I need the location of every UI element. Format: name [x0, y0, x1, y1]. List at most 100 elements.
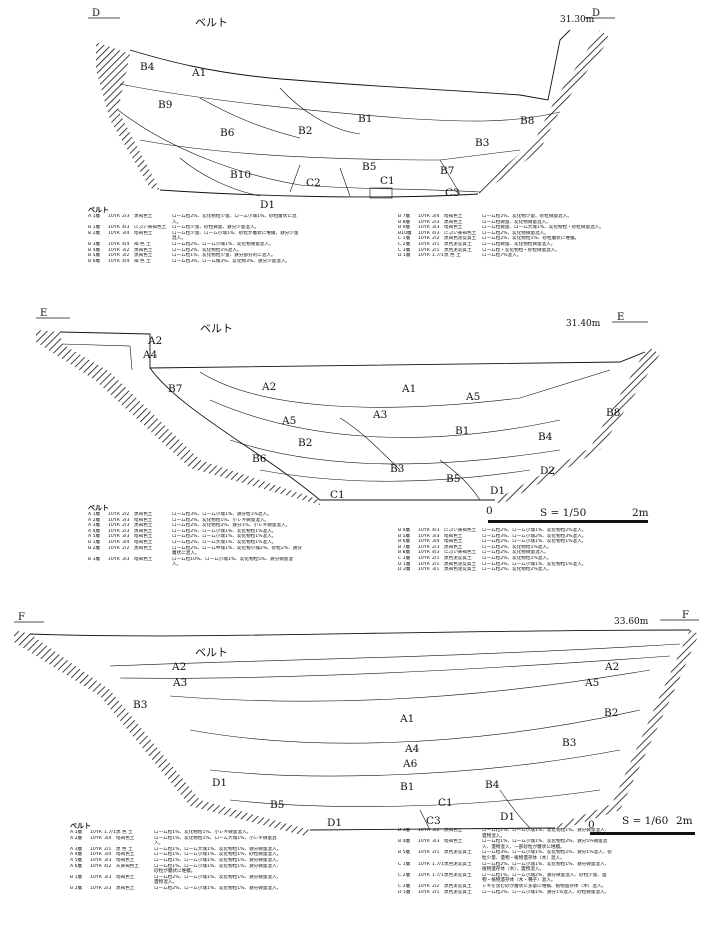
legend-cell: ローム粒2%、炭化物粒1%混入。: [482, 544, 552, 550]
edge-label-left: F: [18, 612, 25, 623]
legend-cell: にぶい黄褐色土: [444, 550, 477, 556]
legend-cell: D 1層: [398, 253, 411, 259]
legend-cell: 10YR: [418, 567, 430, 573]
layer-label: B7: [168, 383, 182, 395]
legend-cell: A 1層: [88, 512, 101, 517]
edge-label-right: F: [682, 610, 689, 621]
legend-cell: A 1層: [88, 214, 101, 219]
layer-label: B4: [485, 779, 500, 791]
legend-cell: B 5層: [398, 850, 411, 856]
layer-label: B1: [358, 113, 372, 125]
legend-cell: 暗褐色土: [134, 230, 153, 236]
legend-cell: ローム粒2%、炭化物粒1%、砂粒層状に堆積。: [482, 236, 580, 242]
legend-cell: C 2層: [398, 241, 411, 247]
layer-label: B1: [455, 425, 469, 437]
legend-cell: A 2層: [88, 517, 101, 523]
legend-cell: ローム粒・炭化物粒・砂粒微量混入。: [482, 247, 560, 253]
legend-cell: ローム粒1%、炭化物粒1%、ローム大塊1%、小レキ微量混入。: [154, 835, 277, 847]
legend-cell: 10YR: [108, 253, 120, 259]
layer-label: B8: [606, 407, 620, 419]
legend-cell: B 2層: [88, 230, 101, 236]
layer-label: A4: [142, 349, 158, 361]
edge-label-left: D: [92, 8, 100, 19]
legend-cell: 黒 色 土: [444, 253, 461, 259]
layer-label: B2: [298, 437, 312, 449]
layer-label: D1: [260, 199, 275, 211]
legend-cell: 黒褐色土: [444, 219, 463, 225]
legend-cell: ローム粒1%、炭化物粒1%、小レキ微量混入。: [154, 830, 252, 835]
legend-cell: 10YR: [90, 846, 102, 852]
legend-cell: 10YR: [418, 555, 430, 561]
legend-cell: 10YR: [108, 517, 120, 523]
legend-cell: 3/3: [104, 874, 112, 880]
legend-cell: 暗褐色土: [444, 214, 463, 219]
layer-label: B5: [446, 473, 460, 485]
legend-cell: 3/1: [432, 567, 440, 573]
legend-cell: 3/2: [122, 253, 130, 259]
legend-cell: ローム粒2%、炭化物粒2%混入。: [482, 567, 552, 573]
scale-end: 2m: [676, 815, 693, 827]
layer-label: C1: [438, 797, 453, 809]
section-f-drawing: F ベルト 33.60m F A2 A2 A3 A5 A1 B2 B3 A4 B…: [14, 610, 699, 836]
layer-label: A2: [171, 661, 186, 673]
legend-cell: ローム粒1%、ローム小塊2%、鉄分微量混入、砂粒少量、遺物・植物遺存体（木・種子…: [482, 872, 607, 884]
legend-cell: ローム粒2%、ローム大塊1%、炭化物粒1%混入。: [172, 539, 277, 545]
legend-title: ベルト: [88, 206, 109, 214]
layer-label: B5: [270, 799, 284, 811]
legend-cell: 黒色泥炭質土: [444, 883, 472, 889]
legend-cell: 暗褐色土: [134, 539, 153, 545]
legend-cell: 黒褐色土: [134, 523, 153, 529]
legend-cell: ローム粒1%、炭化物粒少量、鉄分部分的に混入。: [172, 253, 276, 259]
legend-cell: 暗褐色土: [116, 857, 135, 863]
legend-cell: 4/3: [432, 550, 440, 556]
hatched-bank-left: [36, 330, 320, 505]
legend-cell: 暗褐色土: [116, 874, 135, 880]
legend-cell: 黒色泥炭質土: [444, 555, 472, 561]
legend-cell: 黒色泥炭質土: [444, 850, 472, 856]
legend-cell: ローム粒2%、炭化物粒1%混入。: [172, 247, 242, 253]
legend-cell: 10YR: [418, 539, 430, 545]
legend-cell: 黒褐色泥炭質土: [444, 567, 477, 573]
layer-label: B3: [475, 137, 489, 149]
legend-cell: 10YR: [90, 835, 102, 841]
layer-label: B9: [158, 99, 172, 111]
legend-cell: ローム粒2%、ローム小塊1%、炭化物粒1%混入。: [172, 534, 277, 540]
legend-cell: 黒色泥炭質土: [444, 247, 472, 253]
legend-cell: B 7層: [398, 214, 411, 219]
elevation-label: 31.40m: [566, 319, 601, 329]
layer-label: B5: [362, 161, 376, 173]
legend-cell: 黒褐色土: [134, 545, 153, 551]
legend-cell: ローム粒少量、砂粒微量、鉄分少量混入。: [172, 225, 260, 231]
legend-cell: A 1層: [70, 830, 83, 835]
legend-cell: ローム粒10%、ローム小塊1%、炭化物粒5%、鉄分微量混入。: [172, 556, 293, 568]
legend-cell: 3/2: [432, 828, 440, 833]
legend-cell: ローム粒微量、ローム大塊1%、炭化物粒・砂粒微量混入。: [482, 225, 604, 231]
legend-cell: 10YR: [418, 561, 430, 567]
legend-cell: 黒褐色土: [134, 214, 153, 219]
legend-cell: ローム粒2%、炭化物少量、砂粒微量混入。: [482, 214, 572, 219]
legend-cell: ローム粒2%、炭化物粒2%、鉄分1%、小レキ微量混入。: [172, 523, 291, 529]
scale-label: S = 1/60: [622, 815, 668, 827]
legend-cell: 4/2: [104, 863, 112, 869]
legend-cell: 10YR: [90, 857, 102, 863]
layer-label: B10: [230, 169, 251, 181]
legend-cell: C 2層: [398, 872, 411, 878]
legend-cell: D 2層: [398, 567, 411, 573]
